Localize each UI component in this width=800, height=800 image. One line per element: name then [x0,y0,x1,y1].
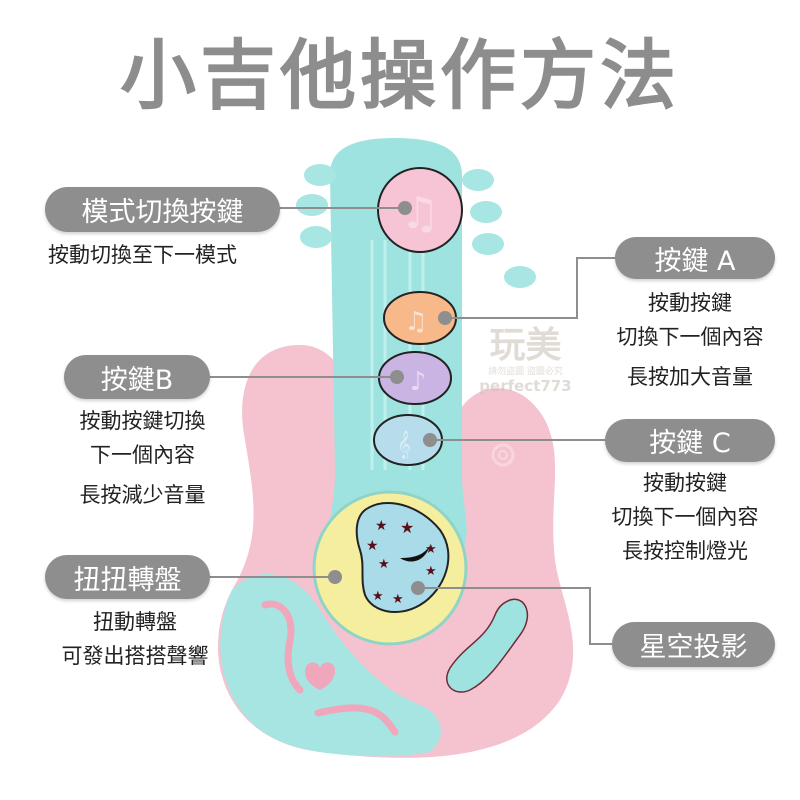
button-b-label: 按鍵B [64,355,210,399]
watermark-line2: perfect773 [479,377,572,395]
button-c-desc-line-2: 切換下一個內容 [611,505,759,529]
button-b-desc-line-2: 下一個內容 [90,443,195,467]
svg-text:★: ★ [392,592,404,607]
watermark-brand: 玩美 [489,325,562,366]
button-a-label: 按鍵 A [615,237,775,279]
watermark: 玩美 請勿盜圖 盜圖必究 perfect773 [473,325,578,395]
mode-switch-label: 模式切換按鍵 [45,187,280,232]
mode-desc-line-1: 按動切換至下一模式 [48,243,237,267]
button-c-desc-line-3: 長按控制燈光 [622,539,748,563]
svg-text:★: ★ [366,538,379,554]
twist-knob [446,598,529,693]
page-title: 小吉他操作方法 [120,31,680,120]
button-b-desc-line-3: 長按減少音量 [79,483,206,507]
button-c-description: 按動按鍵 切換下一個內容 長按控制燈光 [585,466,785,568]
tuning-pegs [296,164,536,288]
button-c-desc-line-1: 按動按鍵 [643,471,727,495]
svg-text:★: ★ [425,542,437,557]
button-a-description: 按動按鍵 切換下一個內容 長按加大音量 [595,286,785,394]
svg-text:𝄞: 𝄞 [397,430,411,459]
button-b-desc-line-1: 按動按鍵切換 [79,409,206,433]
button-a-desc-line-3: 長按加大音量 [627,365,753,389]
svg-text:♪: ♪ [410,367,427,397]
button-a-desc-line-1: 按動按鍵 [648,291,732,315]
twist-dial-desc-line-1: 扭動轉盤 [93,610,177,634]
connector-lines [210,207,615,645]
twist-dial-desc-line-2: 可發出搭搭聲響 [61,644,209,668]
mode-switch-description: 按動切換至下一模式 [48,238,237,272]
svg-text:★: ★ [425,564,437,579]
svg-text:★: ★ [372,589,384,604]
button-b-description: 按動按鍵切換 下一個內容 長按減少音量 [50,404,235,512]
svg-text:★: ★ [378,557,390,572]
star-projector-heart [355,501,450,613]
mode-button [377,167,463,253]
svg-text:★: ★ [400,518,414,537]
svg-text:★: ★ [375,518,388,534]
svg-text:♫: ♫ [404,307,427,337]
star-holes: ★ ★ ★ ★ ★ ★ ★ ★ [366,518,437,607]
twist-dial-description: 扭動轉盤 可發出搭搭聲響 [35,605,235,673]
connector-dots [328,201,452,595]
heart-decoration [305,662,336,690]
button-c-label: 按鍵 C [605,419,775,462]
twist-dial-label: 扭扭轉盤 [45,555,210,599]
star-projection-label: 星空投影 [612,622,775,667]
watermark-line1: 請勿盜圖 盜圖必究 [488,367,563,377]
button-a-desc-line-2: 切換下一個內容 [616,325,764,349]
